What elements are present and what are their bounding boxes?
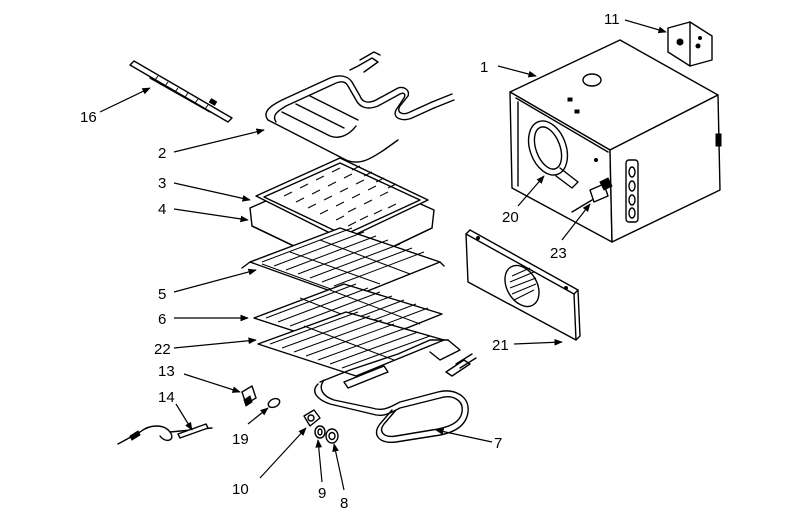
callout-8: 8 [340,495,348,512]
part-broil-element [265,51,455,163]
part-oven-rack-upper [241,227,445,299]
callout-1: 1 [480,59,488,76]
callout-20: 20 [502,209,519,226]
callout-3: 3 [158,175,166,192]
leader-lines [99,19,667,491]
part-oven-rack-bottom [257,311,445,377]
callout-9: 9 [318,485,326,502]
callout-23: 23 [550,245,567,262]
callout-7: 7 [494,435,502,452]
callout-13: 13 [158,363,175,380]
part-bracket-top [667,21,713,67]
part-clip [241,385,257,407]
part-washer [314,425,326,439]
part-plug [267,397,281,409]
callout-4: 4 [158,201,166,218]
part-socket [303,409,321,427]
part-sensor-probe [571,177,613,213]
part-fan-cover [465,229,581,341]
cavity-side-vents [625,159,639,223]
callout-labels: 1 2 3 4 5 6 7 8 9 10 11 13 14 16 19 20 2… [80,11,620,512]
callout-21: 21 [492,337,509,354]
callout-2: 2 [158,145,166,162]
part-nut [325,428,339,444]
callout-22: 22 [154,341,171,358]
callout-6: 6 [158,311,166,328]
callout-16: 16 [80,109,97,126]
callout-5: 5 [158,286,166,303]
part-bake-element [314,339,477,443]
callout-19: 19 [232,431,249,448]
callout-10: 10 [232,481,249,498]
callout-14: 14 [158,389,175,406]
part-oven-cavity [509,39,722,243]
callout-11: 11 [604,11,620,28]
part-bar-strip [129,60,233,123]
part-probe-cable [117,423,213,445]
